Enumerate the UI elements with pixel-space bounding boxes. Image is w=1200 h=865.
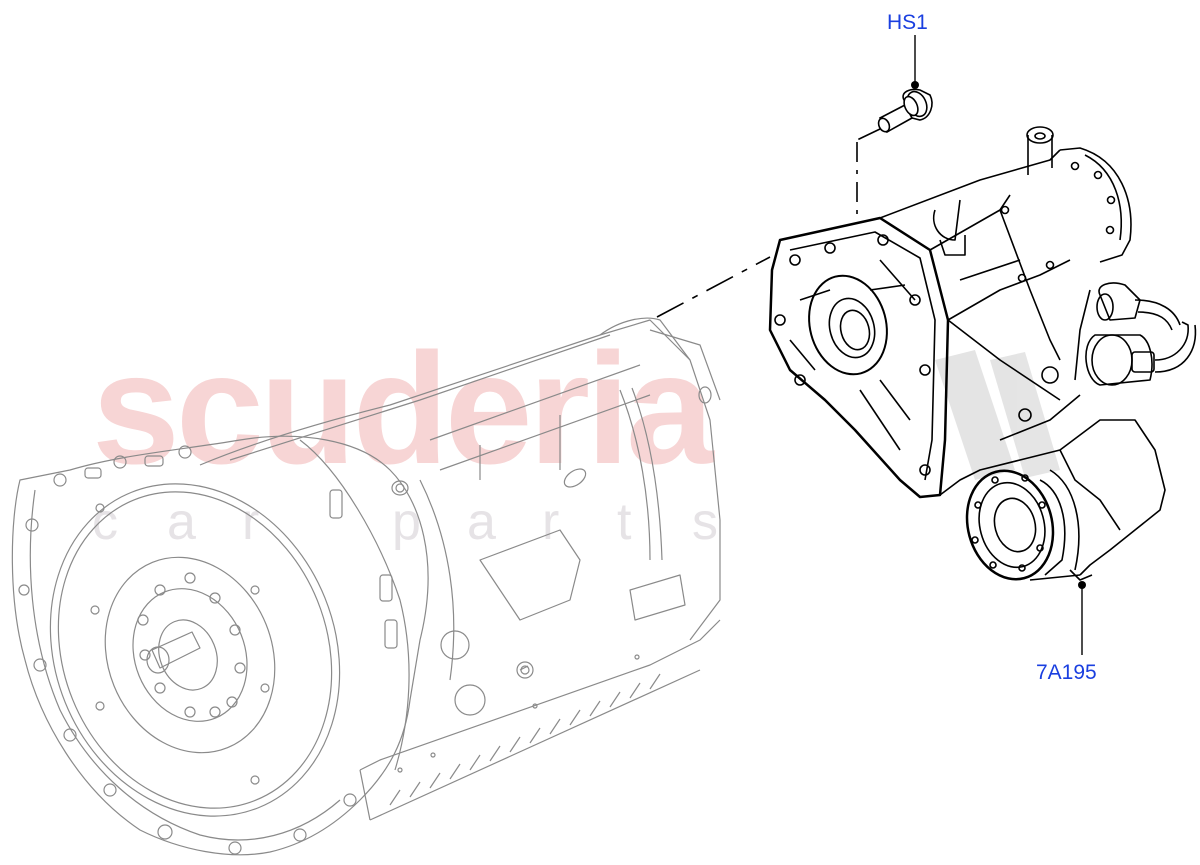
callout-label-7a195[interactable]: 7A195 <box>1036 661 1097 684</box>
callout-leader-7a195 <box>1078 581 1086 655</box>
watermark-letter: r <box>542 493 560 551</box>
watermark-letter: a <box>467 493 496 551</box>
sump-hatching <box>389 673 661 806</box>
watermark-letter: t <box>617 493 632 551</box>
alignment-lines <box>656 128 881 318</box>
watermark-letter: r <box>242 493 260 551</box>
watermark-letter: s <box>692 493 718 551</box>
automatic-transmission-drawing <box>11 317 721 856</box>
watermark-letter: a <box>167 493 196 551</box>
watermark-letter: c <box>92 493 118 551</box>
callout-leader-hs1 <box>911 35 919 89</box>
shift-motor <box>1098 282 1141 321</box>
transfer-case-drawing <box>768 126 1197 581</box>
bolt-hs1-drawing <box>877 88 933 134</box>
watermark-stripes <box>935 350 1060 480</box>
callout-label-hs1[interactable]: HS1 <box>887 11 928 34</box>
flange-holes <box>18 445 398 855</box>
watermark-letter: p <box>392 493 421 551</box>
flexplate-bolts <box>90 503 270 785</box>
